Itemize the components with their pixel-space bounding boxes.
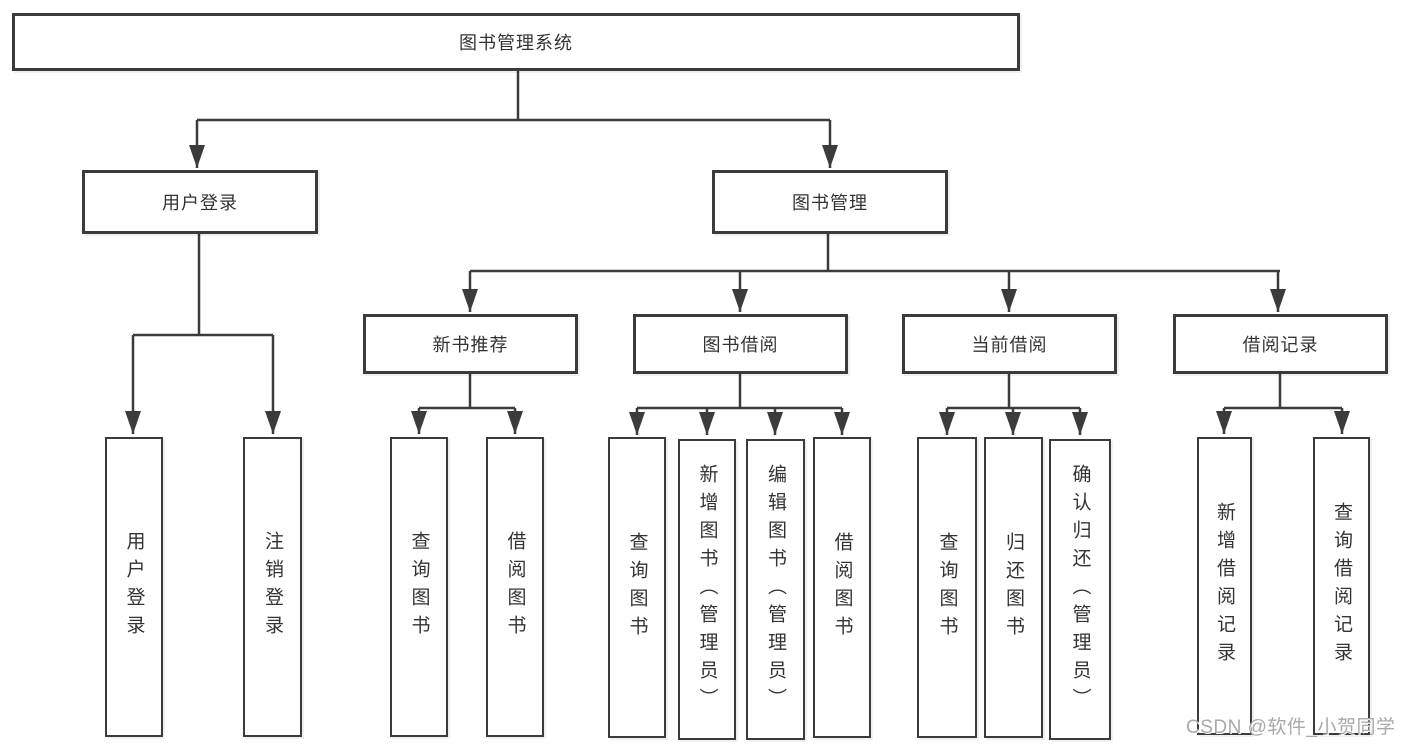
- node-borrow-records: 借阅记录: [1173, 314, 1388, 374]
- leaf-recommend-borrow-books: 借阅图书: [486, 437, 544, 737]
- leaf-add-books-admin-label: 新增图书（管理员）: [696, 463, 718, 716]
- node-user-login: 用户登录: [82, 170, 318, 234]
- leaf-query-borrow-record-label: 查询借阅记录: [1331, 502, 1352, 670]
- leaf-edit-books-admin-label: 编辑图书（管理员）: [765, 463, 786, 716]
- node-book-management: 图书管理: [712, 170, 948, 234]
- leaf-return-books: 归还图书: [984, 437, 1043, 738]
- node-book-management-label: 图书管理: [792, 193, 868, 213]
- leaf-current-query-books-label: 查询图书: [936, 531, 958, 644]
- leaf-add-borrow-record-label: 新增借阅记录: [1214, 502, 1235, 670]
- node-root-label: 图书管理系统: [459, 33, 573, 53]
- leaf-recommend-borrow-books-label: 借阅图书: [504, 531, 526, 643]
- leaf-user-login-label: 用户登录: [123, 531, 145, 643]
- leaf-edit-books-admin: 编辑图书（管理员）: [746, 439, 805, 740]
- leaf-borrow-books-label: 借阅图书: [831, 531, 853, 644]
- node-user-login-label: 用户登录: [162, 193, 238, 213]
- leaf-user-login: 用户登录: [105, 437, 163, 737]
- leaf-confirm-return-admin-label: 确认归还（管理员）: [1069, 463, 1091, 716]
- leaf-borrow-query-books: 查询图书: [608, 437, 666, 738]
- node-borrow-records-label: 借阅记录: [1242, 335, 1319, 355]
- leaf-add-books-admin: 新增图书（管理员）: [678, 439, 736, 740]
- node-new-book-recommend-label: 新书推荐: [432, 335, 509, 355]
- leaf-confirm-return-admin: 确认归还（管理员）: [1049, 439, 1111, 740]
- node-current-borrow: 当前借阅: [902, 314, 1117, 374]
- leaf-add-borrow-record: 新增借阅记录: [1197, 437, 1252, 735]
- leaf-recommend-query-books: 查询图书: [390, 437, 448, 737]
- node-current-borrow-label: 当前借阅: [971, 335, 1048, 355]
- node-new-book-recommend: 新书推荐: [363, 314, 578, 374]
- leaf-query-borrow-record: 查询借阅记录: [1313, 437, 1370, 735]
- leaf-borrow-query-books-label: 查询图书: [626, 531, 648, 644]
- node-root: 图书管理系统: [12, 13, 1020, 71]
- connector-skeleton: [133, 71, 1342, 410]
- leaf-logout: 注销登录: [243, 437, 302, 737]
- leaf-borrow-books: 借阅图书: [813, 437, 871, 738]
- leaf-recommend-query-books-label: 查询图书: [408, 531, 430, 643]
- leaf-return-books-label: 归还图书: [1003, 531, 1024, 644]
- leaf-logout-label: 注销登录: [262, 531, 283, 643]
- node-book-borrow: 图书借阅: [633, 314, 848, 374]
- leaf-current-query-books: 查询图书: [917, 437, 977, 738]
- watermark: CSDN @软件_小贺同学: [1186, 717, 1396, 738]
- node-book-borrow-label: 图书借阅: [702, 335, 779, 355]
